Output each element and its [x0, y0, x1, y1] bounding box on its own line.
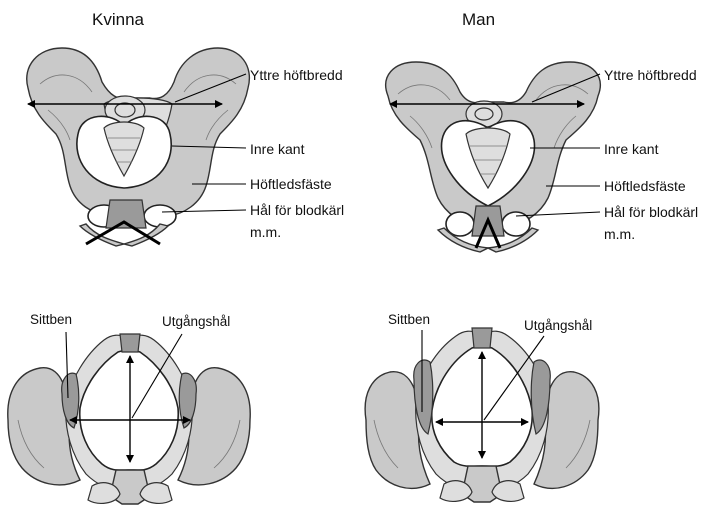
label-outer-width-male: Yttre höftbredd — [604, 67, 697, 83]
label-ischium-male: Sittben — [388, 312, 430, 327]
title-female: Kvinna — [92, 10, 145, 29]
female-pelvis-inferior — [8, 334, 250, 504]
label-ischium-female: Sittben — [30, 312, 72, 327]
label-inner-edge-female: Inre kant — [250, 141, 305, 157]
label-vessel-hole-male-1: Hål för blodkärl — [604, 204, 698, 220]
label-vessel-hole-female-2: m.m. — [250, 224, 281, 240]
title-male: Man — [462, 10, 495, 29]
label-outlet-male: Utgångshål — [524, 318, 592, 333]
label-hip-joint-female: Höftledsfäste — [250, 176, 332, 192]
male-pelvis-front — [386, 62, 601, 252]
label-outlet-female: Utgångshål — [162, 314, 230, 329]
label-inner-edge-male: Inre kant — [604, 141, 659, 157]
label-vessel-hole-female-1: Hål för blodkärl — [250, 202, 344, 218]
label-vessel-hole-male-2: m.m. — [604, 226, 635, 242]
label-outer-width-female: Yttre höftbredd — [250, 67, 343, 83]
label-hip-joint-male: Höftledsfäste — [604, 178, 686, 194]
